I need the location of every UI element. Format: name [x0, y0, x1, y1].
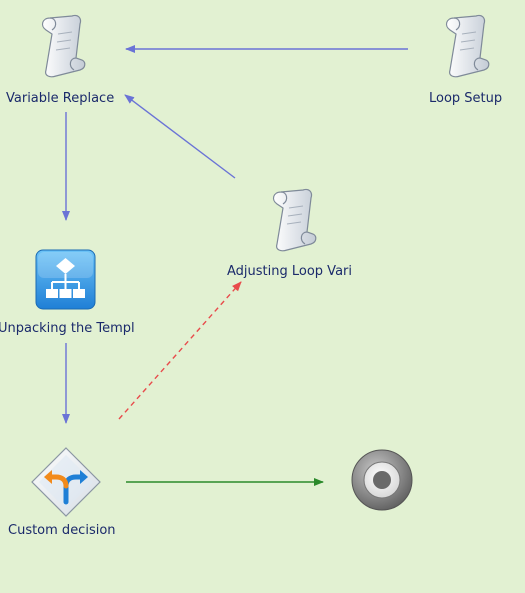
script-scroll-icon — [41, 14, 86, 78]
flowchart-activity-icon — [35, 249, 96, 310]
connector-decision-to-adjusting-false[interactable] — [118, 281, 242, 420]
node-label-unpacking-template: Unpacking the Templ — [0, 321, 135, 336]
node-custom-decision[interactable]: Custom decision — [0, 440, 140, 545]
decision-diamond-icon — [31, 447, 101, 517]
end-target-icon — [351, 449, 413, 511]
script-scroll-icon — [445, 14, 490, 78]
node-label-custom-decision: Custom decision — [8, 523, 116, 538]
node-label-variable-replace: Variable Replace — [6, 91, 115, 106]
node-variable-replace[interactable]: Variable Replace — [0, 0, 140, 115]
connector-adjusting-to-variablereplace[interactable] — [124, 94, 236, 179]
node-label-loop-setup: Loop Setup — [429, 91, 503, 106]
node-end[interactable] — [350, 448, 414, 512]
script-scroll-icon — [272, 188, 317, 252]
node-loop-setup[interactable]: Loop Setup — [420, 0, 525, 115]
node-adjusting-loop-vari[interactable]: Adjusting Loop Vari — [222, 182, 372, 282]
node-unpacking-template[interactable]: Unpacking the Templ — [0, 240, 140, 340]
node-label-adjusting-loop-vari: Adjusting Loop Vari — [227, 264, 352, 279]
